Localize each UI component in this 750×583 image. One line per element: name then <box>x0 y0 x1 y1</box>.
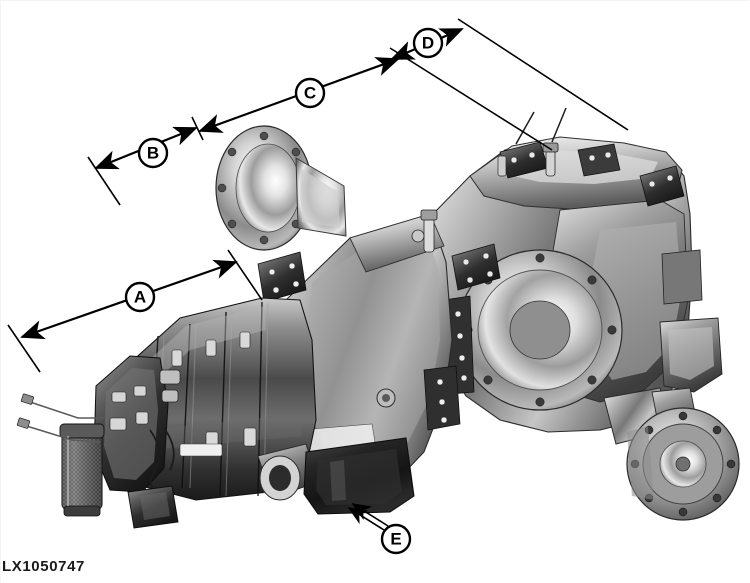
ext-b-left <box>87 156 121 206</box>
control-shafts <box>411 142 559 253</box>
mid-case <box>257 213 461 501</box>
wheel-hub-flange <box>626 407 740 521</box>
ext-c-right <box>389 47 553 151</box>
callout-c-label: C <box>304 84 316 103</box>
callout-d-circle[interactable] <box>412 27 444 59</box>
callout-c[interactable]: C <box>294 77 326 109</box>
callout-b-label: B <box>147 144 159 163</box>
callout-c-circle[interactable] <box>294 77 326 109</box>
lower-mount-bracket <box>127 485 179 529</box>
hydraulic-fittings <box>16 393 35 429</box>
leader-line-e <box>347 503 389 531</box>
callout-a-label: A <box>134 288 146 307</box>
callout-a-circle[interactable] <box>124 281 156 313</box>
breather-tubes <box>515 107 567 145</box>
callout-d[interactable]: D <box>412 27 444 59</box>
ext-a-left <box>7 324 41 373</box>
callout-e-label: E <box>390 530 401 549</box>
pto-stub-housing <box>257 443 319 501</box>
callout-b[interactable]: B <box>137 137 169 169</box>
hydraulic-lines <box>19 399 104 443</box>
oil-sump-pan <box>303 437 415 515</box>
ext-a-right <box>227 249 263 301</box>
figure-caption: LX1050747 <box>2 558 85 575</box>
differential-housing <box>427 136 723 433</box>
callout-d-label: D <box>422 34 434 53</box>
callout-e-circle[interactable] <box>380 523 412 555</box>
transmission-front-cover <box>93 355 181 493</box>
callout-a[interactable]: A <box>124 281 156 313</box>
assembly-artwork <box>16 107 740 529</box>
ext-d-right <box>457 18 629 131</box>
input-bell-flange <box>215 125 347 251</box>
callout-e[interactable]: E <box>380 523 412 555</box>
oil-filter-canister <box>59 423 105 517</box>
callout-b-circle[interactable] <box>137 137 169 169</box>
